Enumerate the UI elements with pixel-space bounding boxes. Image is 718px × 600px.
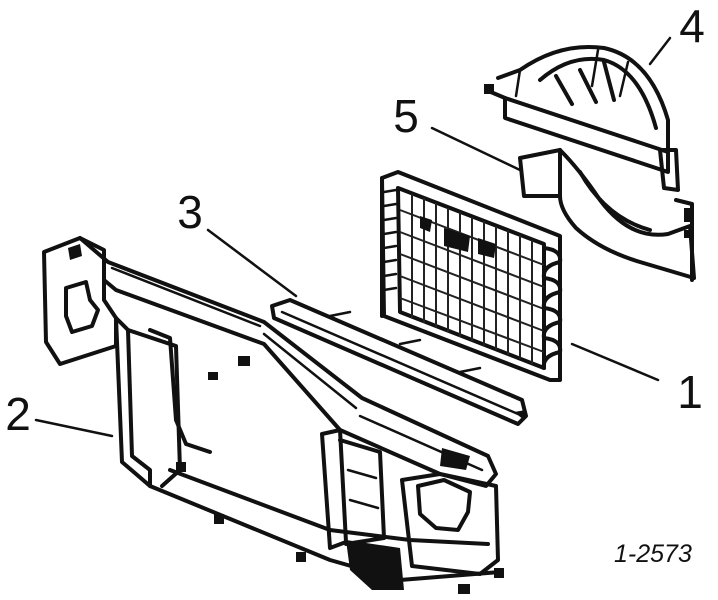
leader-line-3	[206, 228, 298, 298]
leader-line-4	[648, 36, 672, 66]
fan-shroud-upper-part	[484, 44, 680, 192]
callout-4: 4	[679, 0, 705, 52]
callout-3: 3	[177, 186, 203, 238]
leader-line-2	[34, 418, 114, 438]
leader-lines	[34, 36, 672, 438]
leader-line-1	[570, 342, 660, 382]
reference-code: 1-2573	[614, 540, 692, 568]
fan-shroud-lower-part	[518, 148, 696, 282]
callout-5: 5	[393, 90, 419, 142]
callout-2: 2	[5, 388, 31, 440]
leader-line-5	[430, 126, 522, 172]
upper-seal-strip-part	[270, 298, 528, 426]
radiator-support-frame-part	[42, 236, 504, 594]
radiator-part	[380, 170, 563, 382]
callout-1: 1	[677, 366, 703, 418]
